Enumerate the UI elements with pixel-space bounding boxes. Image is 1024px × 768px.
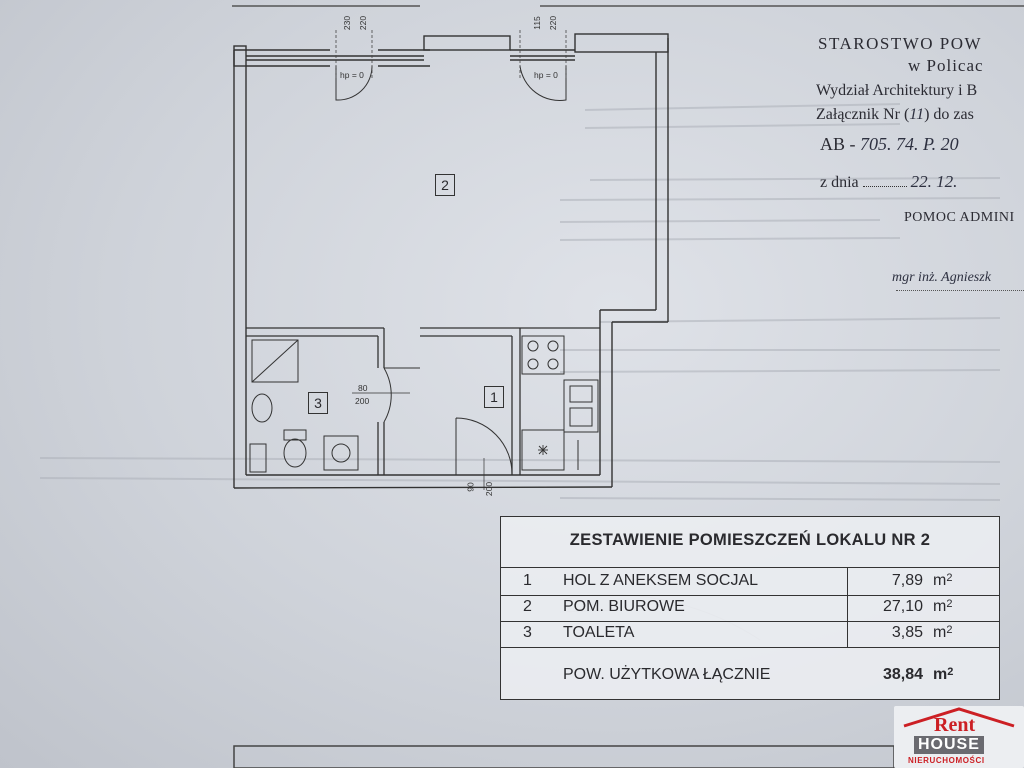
table-divider xyxy=(501,595,999,596)
window-dimension-label: 115 xyxy=(531,16,542,30)
stamp-signature-name: mgr inż. Agnieszk xyxy=(892,270,991,285)
row-room-name: TOALETA xyxy=(563,624,635,641)
row-area: 3,85 xyxy=(891,624,923,641)
table-row: 2 POM. BIUROWE 27,10 m2 xyxy=(501,595,999,621)
door-dimension-bottom: 200 xyxy=(355,396,370,406)
hp-label: hp = 0 xyxy=(534,70,558,80)
stamp-office-city: w Policac xyxy=(908,56,984,75)
table-title: ZESTAWIENIE POMIESZCZEŃ LOKALU NR 2 xyxy=(569,531,931,549)
window-dimension-label: 230 xyxy=(342,15,353,31)
window-dimension-label: 220 xyxy=(548,15,559,31)
table-divider xyxy=(501,647,999,648)
stamp-case-handwritten: 705. 74. P. 20 xyxy=(860,134,959,154)
stamp-attachment-number: 11 xyxy=(909,106,925,123)
stamp-dotted-line xyxy=(896,290,1024,291)
window-dimension-label: 220 xyxy=(358,15,369,31)
logo-tagline: NIERUCHOMOŚCI xyxy=(908,756,985,765)
row-number: 3 xyxy=(523,624,532,641)
room-label-hall: 1 xyxy=(484,386,504,408)
room-label-office: 2 xyxy=(435,174,455,196)
table-row: 1 HOL Z ANEKSEM SOCJAL 7,89 m2 xyxy=(501,569,999,595)
rooms-summary-table: ZESTAWIENIE POMIESZCZEŃ LOKALU NR 2 1 HO… xyxy=(500,516,1000,700)
row-unit: m2 xyxy=(933,598,953,615)
stamp-department: Wydział Architektury i B xyxy=(816,82,978,99)
stamp-date-prefix: z dnia xyxy=(820,174,859,191)
table-divider xyxy=(501,621,999,622)
logo-rent-text: Rent xyxy=(934,714,976,736)
door-dimension-top: 80 xyxy=(358,383,368,393)
rent-house-logo: Rent HOUSE NIERUCHOMOŚCI xyxy=(894,706,1024,768)
table-divider xyxy=(501,567,999,568)
stamp-assistant: POMOC ADMINI xyxy=(904,210,1015,225)
table-row: 3 TOALETA 3,85 m2 xyxy=(501,621,999,647)
table-total-row: POW. UŻYTKOWA ŁĄCZNIE 38,84 m2 xyxy=(501,663,999,689)
row-unit: m2 xyxy=(933,572,953,589)
table-column-line xyxy=(847,567,848,647)
hp-label: hp = 0 xyxy=(340,70,364,80)
stamp-case-prefix: AB - xyxy=(820,134,856,154)
entrance-door-dimension: 200 xyxy=(484,481,495,497)
logo-house-text: HOUSE xyxy=(914,736,984,754)
room-label-toilet: 3 xyxy=(308,392,328,414)
row-room-name: POM. BIUROWE xyxy=(563,598,685,615)
row-number: 1 xyxy=(523,572,532,589)
stamp-case-number: AB - 705. 74. P. 20 xyxy=(820,134,959,155)
stamp-attachment: Załącznik Nr (11) do zas xyxy=(816,106,974,124)
stamp-date: z dnia 22. 12. xyxy=(820,172,957,192)
house-roof-icon xyxy=(903,707,1015,728)
row-area: 27,10 xyxy=(882,598,923,615)
row-area: 7,89 xyxy=(891,572,923,589)
stamp-date-handwritten: 22. 12. xyxy=(910,172,958,191)
stamp-office-name: STAROSTWO POW xyxy=(818,34,983,53)
total-unit: m2 xyxy=(933,666,954,683)
total-area: 38,84 xyxy=(882,666,923,683)
stamp-attachment-suffix: ) do zas xyxy=(924,106,974,123)
row-number: 2 xyxy=(523,598,532,615)
row-unit: m2 xyxy=(933,624,953,641)
total-label: POW. UŻYTKOWA ŁĄCZNIE xyxy=(563,666,771,683)
stamp-attachment-prefix: Załącznik Nr ( xyxy=(816,106,910,123)
entrance-door-dimension: 90 xyxy=(465,482,476,492)
row-room-name: HOL Z ANEKSEM SOCJAL xyxy=(563,572,759,589)
